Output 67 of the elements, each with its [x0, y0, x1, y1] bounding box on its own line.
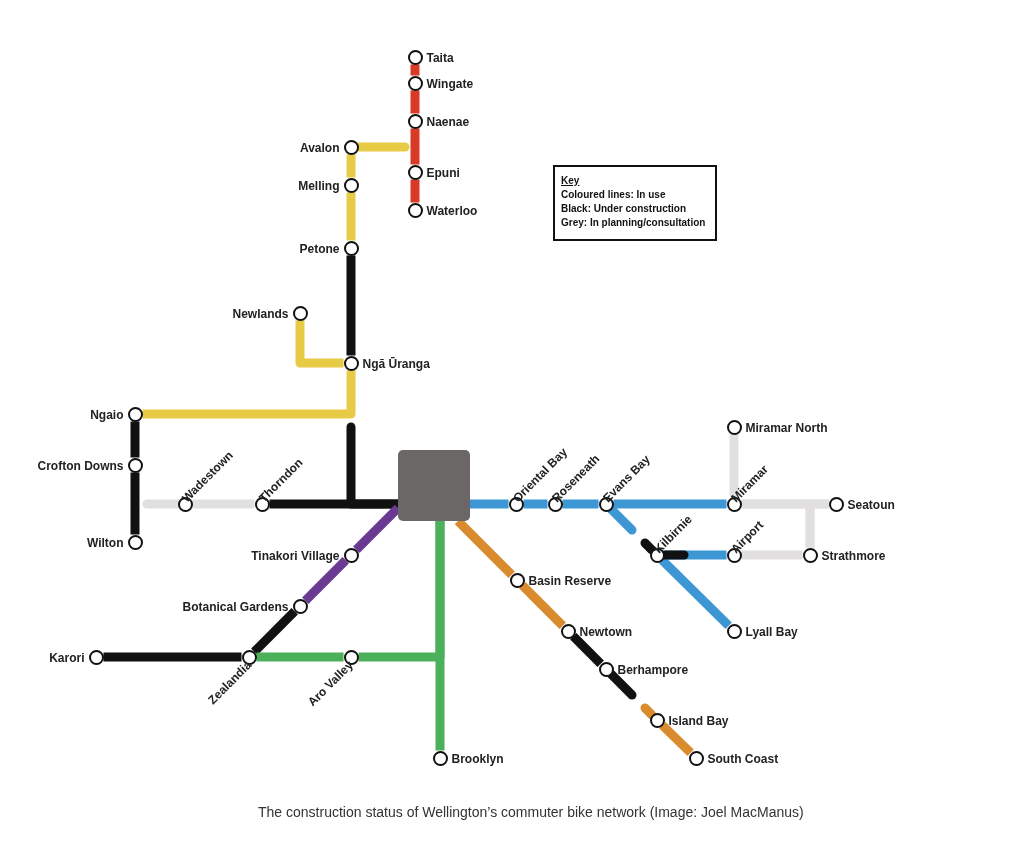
- route-line: [192, 499, 255, 509]
- station-name: Ngā Ūranga: [362, 356, 430, 371]
- station-name: Epuni: [426, 165, 460, 180]
- station-name: Seatoun: [847, 497, 895, 512]
- key-entry: Coloured lines: In use: [561, 188, 666, 202]
- station-name: Melling: [298, 178, 340, 193]
- route-line: [410, 128, 420, 165]
- route-line: [741, 550, 803, 560]
- route-line: [470, 499, 509, 509]
- route-line: [142, 499, 182, 509]
- station-name: Petone: [299, 241, 340, 256]
- route-line: [606, 504, 637, 535]
- route-line: [659, 722, 694, 756]
- station-name: Wilton: [86, 535, 124, 550]
- route-line: [130, 472, 140, 535]
- route-line: [640, 538, 657, 555]
- station-name: Lyall Bay: [745, 624, 798, 639]
- route-line: [570, 633, 604, 667]
- route-line: [256, 652, 344, 662]
- route-line: [741, 499, 815, 548]
- station-name: Miramar North: [745, 420, 828, 435]
- caption: The construction status of Wellington’s commuter bike network (Image: Joel MacManus): [258, 804, 804, 820]
- route-line: [410, 90, 420, 114]
- key-heading: Key: [561, 174, 580, 188]
- station-name: Newlands: [232, 306, 289, 321]
- station-name: Newtown: [579, 624, 633, 639]
- station-name: Basin Reserve: [528, 573, 612, 588]
- route-line: [613, 499, 727, 509]
- route-line: [346, 154, 356, 178]
- station-name: Taita: [426, 50, 454, 65]
- station-name: Crofton Downs: [37, 458, 124, 473]
- route-line: [519, 582, 566, 629]
- key-entry: Grey: In planning/consultation: [561, 216, 706, 230]
- route-line: [410, 64, 420, 76]
- route-line: [729, 434, 739, 497]
- route-line: [640, 703, 657, 720]
- station-name: Island Bay: [668, 713, 729, 728]
- route-line: [410, 179, 420, 203]
- route-line: [295, 320, 344, 368]
- route-line: [606, 669, 637, 700]
- station-name: Botanical Gardens: [182, 599, 289, 614]
- station-name: Berhampore: [617, 662, 689, 677]
- key-box: [553, 165, 717, 241]
- route-line: [435, 521, 445, 751]
- route-line: [659, 557, 732, 629]
- route-line: [251, 608, 298, 655]
- station-name: Wingate: [426, 76, 474, 91]
- station-name: Waterloo: [426, 203, 478, 218]
- route-line: [346, 192, 356, 241]
- route-line: [103, 652, 242, 662]
- station-name: Tinakori Village: [251, 548, 340, 563]
- station-name: Ngaio: [90, 407, 124, 422]
- route-line: [269, 499, 398, 509]
- hub-square: [398, 450, 470, 521]
- route-line: [302, 557, 349, 604]
- route-line: [562, 499, 599, 509]
- station-name: Naenae: [426, 114, 470, 129]
- station-name: Karori: [49, 650, 85, 665]
- key-entry: Black: Under construction: [561, 202, 687, 216]
- station-name: South Coast: [707, 751, 779, 766]
- route-line: [346, 255, 356, 356]
- route-line: [142, 370, 356, 419]
- route-line: [523, 499, 548, 509]
- station-name: Avalon: [299, 140, 340, 155]
- route-line: [130, 421, 140, 458]
- station-name: Brooklyn: [451, 751, 504, 766]
- station-name: Strathmore: [821, 548, 886, 563]
